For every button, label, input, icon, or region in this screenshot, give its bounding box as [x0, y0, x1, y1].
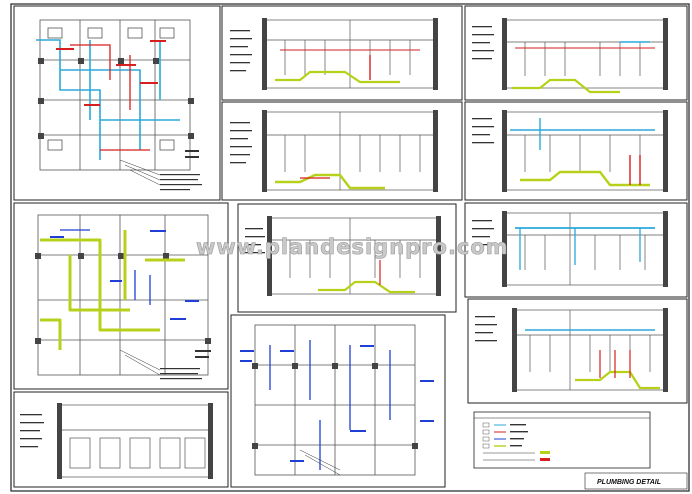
legend-row: [483, 451, 550, 454]
panel-elevation-middle: [221, 101, 463, 201]
legend-row: [482, 436, 524, 442]
legend-row: [482, 422, 526, 428]
panel-elevation-right-bottom: [467, 298, 688, 404]
legend-row: [482, 443, 522, 449]
panel-elevation-center: [237, 203, 457, 313]
panel-plan-upper-left: [13, 5, 221, 201]
sheet-title: PLUMBING DETAIL: [597, 479, 661, 486]
pipe-legend: [473, 411, 651, 469]
panel-plan-bottom-center: [230, 314, 446, 488]
legend-row: [482, 429, 528, 435]
panel-plan-middle-left: [13, 202, 229, 390]
panel-elevation-right-third: [464, 202, 688, 298]
legend-row: [483, 458, 550, 461]
panel-elevation-bottom-left: [13, 391, 229, 488]
panel-elevation-top-right: [464, 5, 688, 101]
watermark-text: www.plandesignpro.com: [196, 235, 509, 259]
panel-elevation-right-second: [464, 101, 688, 201]
panel-elevation-top-middle: [221, 5, 463, 101]
title-block: [584, 472, 688, 490]
